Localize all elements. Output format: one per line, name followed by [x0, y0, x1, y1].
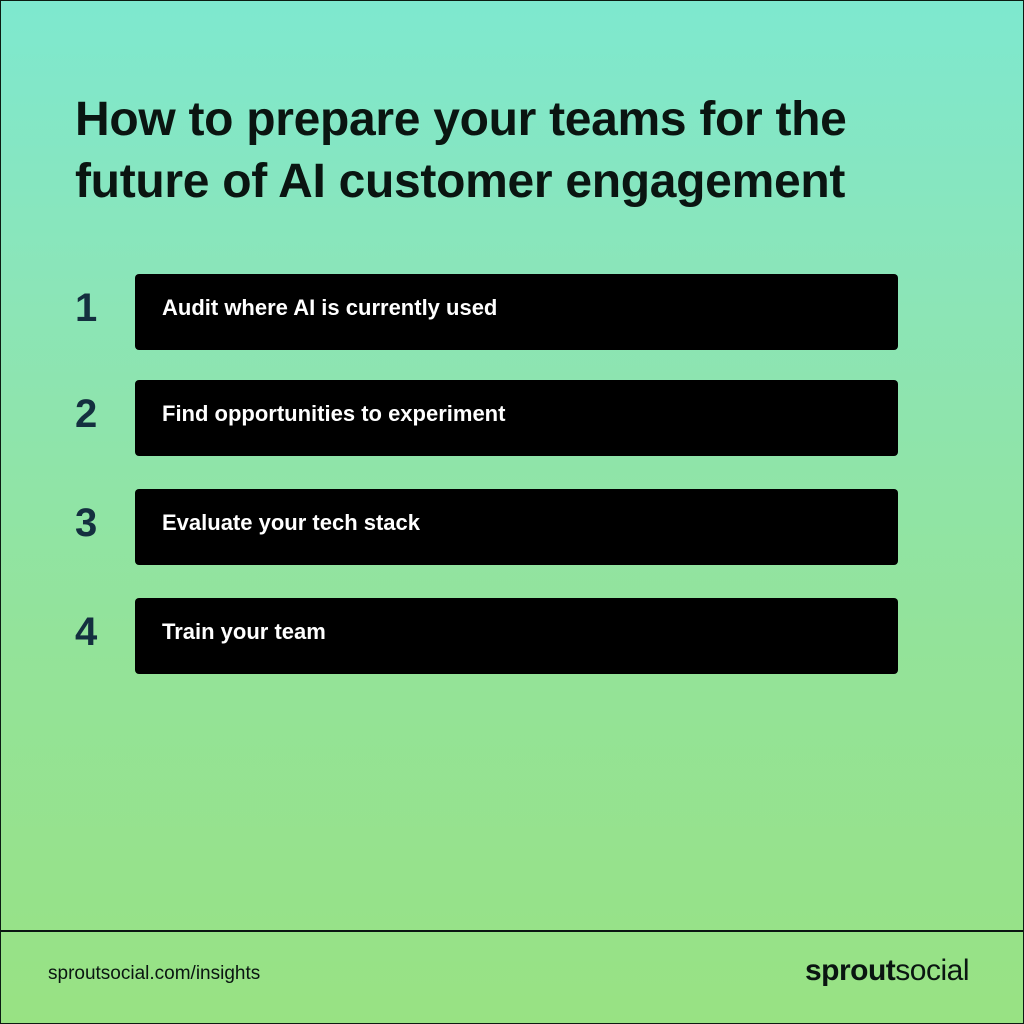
step-label-2: Find opportunities to experiment [162, 401, 506, 426]
step-item-2: 2 Find opportunities to experiment [1, 380, 1023, 456]
sprout-social-logo: sproutsocial [804, 954, 970, 988]
title-line-2: future of AI customer engagement [75, 155, 846, 208]
step-box-4: Train your team [135, 598, 898, 674]
step-item-4: 4 Train your team [1, 598, 1023, 674]
step-label-1: Audit where AI is currently used [162, 295, 498, 320]
footer-url-link[interactable]: sproutsocial.com/insights [48, 963, 261, 984]
step-number-3: 3 [75, 501, 98, 545]
step-number-2: 2 [75, 392, 98, 436]
footer-divider [1, 930, 1023, 932]
step-number-4: 4 [75, 610, 98, 654]
step-box-2: Find opportunities to experiment [135, 380, 898, 456]
logo-text-social: social [895, 954, 969, 987]
step-item-3: 3 Evaluate your tech stack [1, 489, 1023, 565]
step-number-1: 1 [75, 286, 98, 330]
step-label-3: Evaluate your tech stack [162, 510, 421, 535]
step-label-4: Train your team [162, 619, 326, 644]
page-title: How to prepare your teams for the future… [75, 89, 955, 213]
step-box-1: Audit where AI is currently used [135, 274, 898, 350]
logo-text-sprout: sprout [804, 954, 896, 987]
step-box-3: Evaluate your tech stack [135, 489, 898, 565]
step-item-1: 1 Audit where AI is currently used [1, 274, 1023, 350]
title-line-1: How to prepare your teams for the [75, 93, 847, 146]
